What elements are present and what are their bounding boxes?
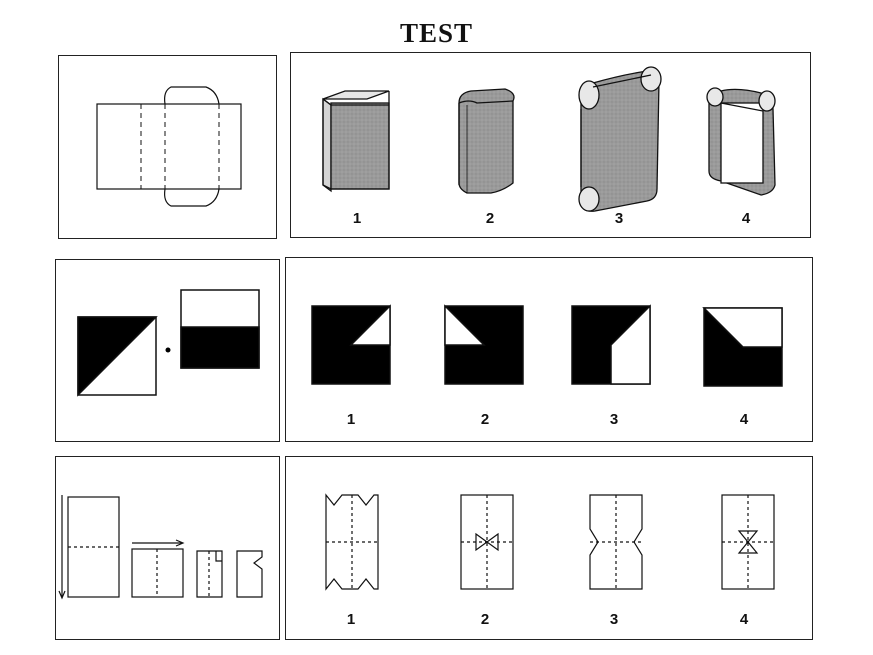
option-label[interactable]: 3: [609, 411, 619, 428]
option-1-square: [311, 304, 391, 385]
option-label[interactable]: 3: [609, 611, 619, 628]
question-panel-row-1: [58, 55, 277, 239]
square-overlay-figure: [77, 289, 260, 397]
page-title: TEST: [399, 18, 474, 48]
question-panel-row-3: [55, 456, 280, 640]
option-4-sheet: [721, 494, 775, 590]
option-label[interactable]: 4: [741, 210, 751, 227]
paper-fold-figure: [58, 495, 263, 600]
option-label[interactable]: 1: [352, 210, 362, 227]
option-label[interactable]: 2: [480, 611, 490, 628]
option-label[interactable]: 3: [614, 210, 624, 227]
box-net-figure: [96, 86, 242, 207]
option-label[interactable]: 4: [739, 611, 749, 628]
option-1-box: [322, 90, 390, 193]
question-panel-row-2: [55, 259, 280, 442]
box-options-figure: [322, 66, 776, 212]
option-2-sheet: [460, 494, 514, 590]
option-3-sheet: [589, 494, 643, 590]
option-3-box: [578, 66, 662, 212]
option-3-square: [571, 304, 651, 385]
option-2-box: [458, 88, 515, 194]
options-panel-row-2: 1 2 3 4: [285, 257, 813, 442]
option-label[interactable]: 4: [739, 411, 749, 428]
option-1-sheet: [325, 493, 379, 591]
fold-options-figure: [325, 493, 775, 591]
option-label[interactable]: 2: [485, 210, 495, 227]
square-options-figure: [311, 304, 783, 387]
options-panel-row-3: 1 2 3 4: [285, 456, 813, 640]
option-label[interactable]: 1: [346, 411, 356, 428]
option-label[interactable]: 2: [480, 411, 490, 428]
option-4-box: [706, 87, 776, 196]
option-2-square: [444, 304, 524, 385]
option-4-square: [702, 307, 783, 387]
option-label[interactable]: 1: [346, 611, 356, 628]
options-panel-row-1: 1 2 3 4: [290, 52, 811, 238]
